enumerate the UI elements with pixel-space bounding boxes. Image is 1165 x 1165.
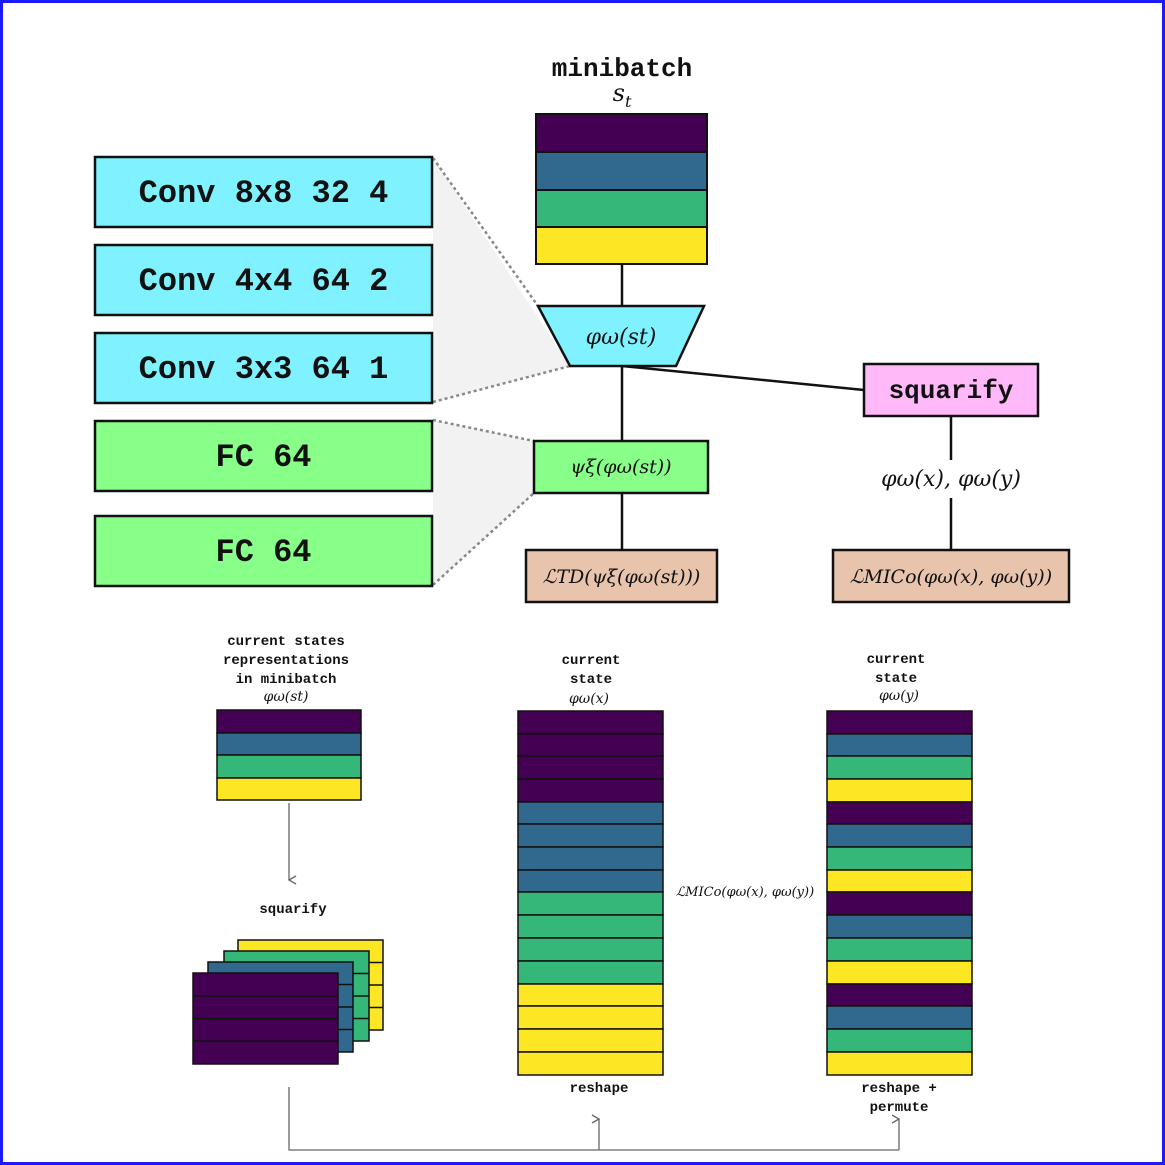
head-zoom-projection	[433, 420, 534, 585]
connector-encoder-squarify	[621, 364, 865, 392]
x-row	[517, 1028, 664, 1053]
x-row	[517, 983, 664, 1007]
y-row	[826, 1028, 973, 1053]
minibatch-row	[535, 226, 708, 265]
head-node	[532, 439, 710, 495]
representation-row	[216, 754, 362, 779]
conv-layer-2-label: Conv 4x4 64 2	[139, 263, 389, 300]
y-row	[826, 733, 973, 757]
reshape-label: reshape	[570, 1081, 629, 1097]
head-node-label: ψξ(φω(st))	[570, 456, 671, 478]
reshape-column	[517, 710, 664, 1076]
x-row	[517, 1051, 664, 1076]
mid-caption-line-1: current	[562, 653, 621, 669]
minibatch-row	[535, 189, 708, 228]
x-row	[517, 937, 664, 962]
reshape-permute-label-2: permute	[870, 1100, 929, 1116]
head-layer-stack: FC 64 FC 64	[93, 419, 434, 588]
squarify-step-label: squarify	[259, 902, 327, 918]
mico-loss-label: ℒMICo(φω(x), φω(y))	[850, 566, 1052, 588]
td-loss-label: ℒTD(ψξ(φω(st)))	[543, 566, 701, 588]
representation-row	[216, 732, 362, 756]
mico-loss-node	[831, 548, 1071, 604]
representation-row	[216, 777, 362, 801]
squarify-node-label: squarify	[889, 376, 1014, 406]
left-caption-symbol: φω(st)	[264, 689, 309, 705]
y-row	[826, 891, 973, 916]
td-loss-node	[524, 548, 719, 604]
head-zoom-line-top	[432, 418, 535, 443]
x-row	[517, 778, 664, 803]
y-row	[826, 710, 973, 735]
fc-layer-1	[93, 419, 434, 493]
conv-layer-1-label: Conv 8x8 32 4	[139, 175, 389, 212]
encoder-node	[535, 304, 706, 368]
y-row	[826, 846, 973, 871]
x-row	[517, 801, 664, 825]
pair-representation-label: φω(x), φω(y)	[881, 467, 1021, 492]
y-row	[826, 755, 973, 780]
y-row	[826, 778, 973, 803]
left-caption-line-1: current states	[227, 634, 345, 650]
encoder-layer-stack: Conv 8x8 32 4 Conv 4x4 64 2 Conv 3x3 64 …	[93, 155, 434, 405]
y-row	[826, 960, 973, 985]
minibatch-symbol: st	[613, 79, 632, 111]
minibatch-label: minibatch	[552, 54, 692, 84]
minibatch-row	[535, 151, 708, 191]
minibatch-row	[535, 113, 708, 153]
conv-layer-2	[93, 243, 434, 317]
y-row	[826, 869, 973, 893]
x-row	[517, 869, 664, 893]
reshape-permute-column	[826, 710, 973, 1076]
right-caption-symbol: φω(y)	[879, 688, 919, 704]
mico-loss-inline: ℒMICo(φω(x), φω(y))	[676, 885, 814, 900]
x-row	[517, 846, 664, 871]
reshape-permute-label-1: reshape +	[861, 1081, 937, 1097]
y-row	[826, 823, 973, 848]
y-row	[826, 1005, 973, 1030]
mid-caption-symbol: φω(x)	[569, 691, 609, 707]
routing-line	[288, 1087, 899, 1151]
x-row	[517, 891, 664, 916]
y-row	[826, 937, 973, 962]
y-row	[826, 1051, 973, 1076]
fc-layer-2	[93, 514, 434, 588]
y-row	[826, 914, 973, 939]
x-row	[517, 960, 664, 985]
left-caption-line-2: representations	[223, 653, 349, 669]
fc-layer-1-label: FC 64	[215, 439, 311, 476]
x-row	[517, 1005, 664, 1030]
encoder-zoom-line-top	[431, 157, 540, 307]
mid-caption-line-2: state	[570, 672, 612, 688]
x-row	[517, 823, 664, 848]
minibatch-stack	[535, 113, 708, 265]
head-zoom-line-bottom	[432, 492, 535, 586]
conv-layer-3-label: Conv 3x3 64 1	[139, 351, 389, 388]
x-row	[517, 710, 664, 735]
squarified-tensor	[192, 939, 384, 1065]
x-row	[517, 755, 664, 780]
x-row	[517, 914, 664, 939]
representation-row	[216, 709, 362, 734]
fc-layer-2-label: FC 64	[215, 534, 311, 571]
conv-layer-3	[93, 331, 434, 405]
x-row	[517, 733, 664, 757]
encoder-zoom-projection	[433, 158, 570, 402]
right-caption-line-2: state	[875, 671, 917, 687]
left-caption-line-3: in minibatch	[236, 672, 337, 688]
conv-layer-1	[93, 155, 434, 229]
squarify-node	[862, 362, 1040, 418]
y-row	[826, 983, 973, 1007]
y-row	[826, 801, 973, 825]
right-caption-line-1: current	[867, 652, 926, 668]
representation-stack	[216, 709, 362, 801]
encoder-node-label: φω(st)	[586, 325, 657, 350]
